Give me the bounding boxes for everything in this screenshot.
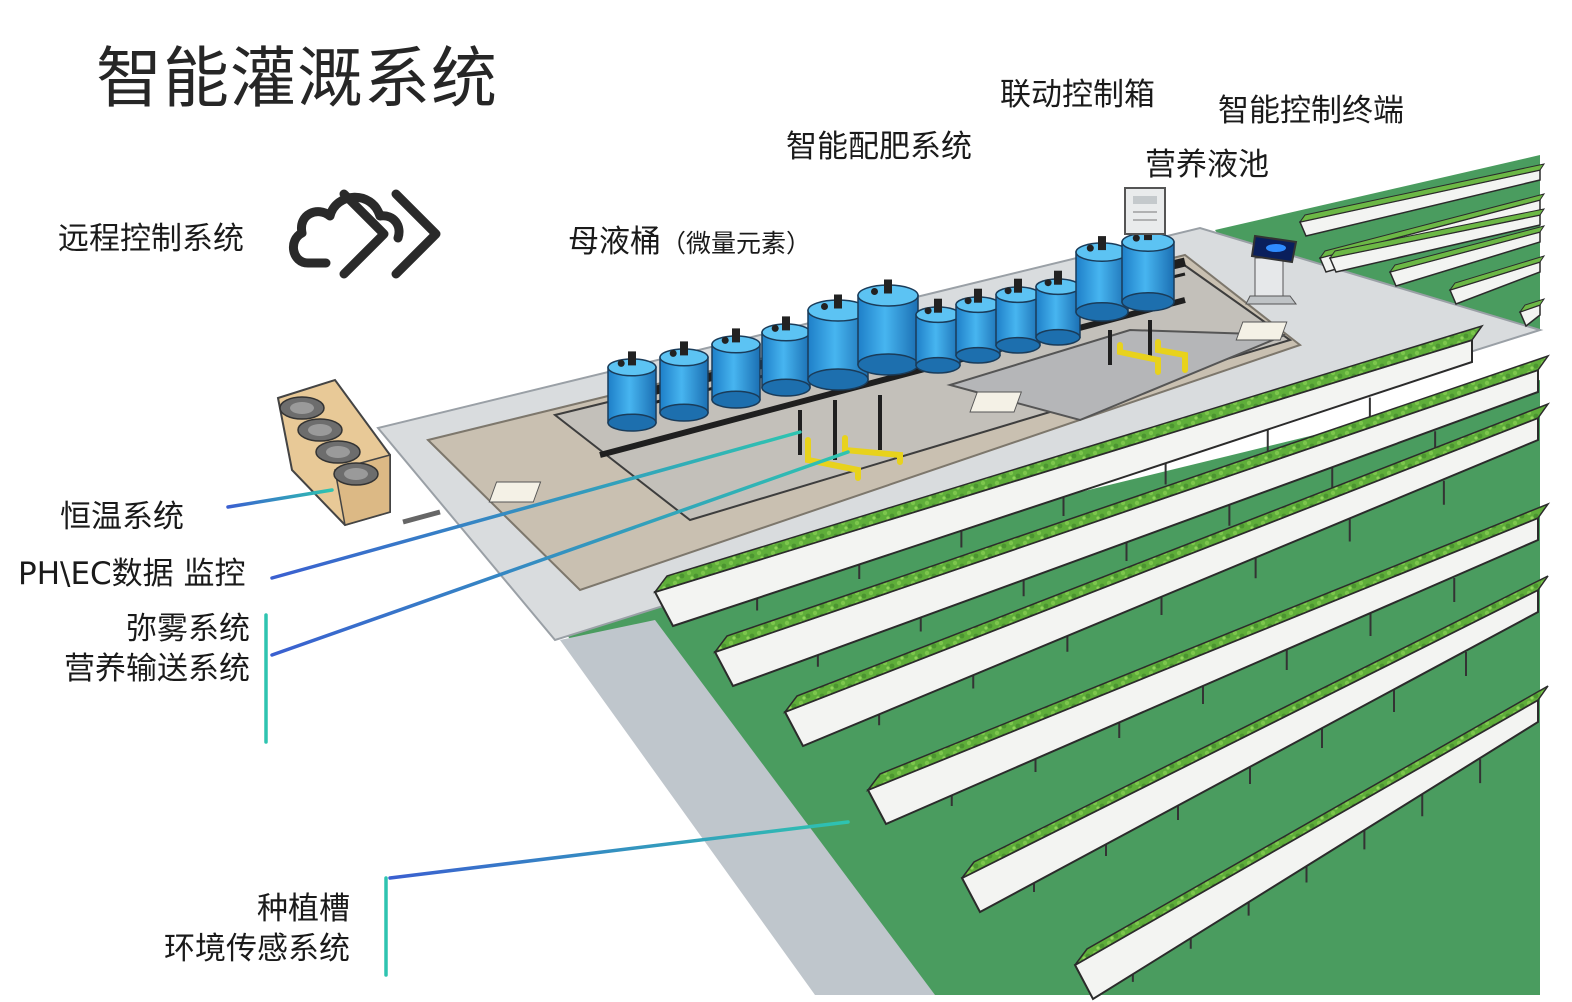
label-fertilizer-system: 智能配肥系统 [786,129,972,165]
label-linkage-box: 联动控制箱 [1000,77,1155,113]
tank [1035,270,1081,346]
fan-unit [297,418,343,442]
tank [1075,236,1129,322]
linkage-control-box [1124,187,1166,235]
pool-hatch [1235,321,1288,341]
label-thermostat: 恒温系统 [60,499,184,535]
smart-terminal-kiosk [1245,234,1298,305]
leader-lines [226,116,1288,977]
planting-trough-back [1298,163,1546,237]
thermostat-units [276,378,441,527]
planting-trough [865,502,1551,826]
label-env-sensor: 环境传感系统 [164,931,350,967]
planting-trough-back [1448,255,1546,305]
label-mist-system: 弥雾系统 [126,611,250,647]
tank [761,316,811,397]
label-ph-ec: PH\EC数据 监控 [18,556,246,592]
tank [857,279,919,376]
planting-trough-back [1518,298,1546,328]
tank [711,328,761,409]
page-title: 智能灌溉系统 [96,40,498,117]
planting-trough [782,402,1551,748]
planting-trough [1073,685,1549,1001]
label-nutrient-delivery: 营养输送系统 [64,651,250,687]
tank [955,288,1001,364]
tank [995,278,1041,354]
label-mother-tank-note: （微量元素） [661,229,812,258]
tank [915,298,961,374]
planting-trough [960,575,1549,914]
label-nutrient-pool: 营养液池 [1145,147,1269,183]
planting-troughs [653,324,1551,1001]
tank [659,341,709,422]
label-mother-tank: 母液桶（微量元素） [568,223,811,262]
label-planting-trough: 种植槽 [257,891,350,927]
fan-unit [333,462,379,486]
fan-unit [279,396,325,420]
label-remote-control: 远程控制系统 [58,221,244,257]
yellow-feed-pipes [805,339,1188,481]
nutrient-pool-cover [946,328,1286,422]
pool-hatch [488,481,542,503]
planting-trough-back [1328,208,1546,273]
planting-troughs-back [1298,163,1546,328]
planting-trough-back [1388,225,1546,287]
label-mother-tank-main: 母液桶 [568,224,661,260]
mother-liquid-tanks [607,226,1175,432]
walkway-path [560,620,935,995]
tank [1121,226,1175,312]
tank [607,351,657,432]
planting-trough [653,324,1484,628]
fan-unit [315,440,361,464]
cloud-arrows-icon [286,178,446,288]
label-smart-terminal: 智能控制终端 [1218,93,1404,129]
pool-hatch [969,391,1023,413]
